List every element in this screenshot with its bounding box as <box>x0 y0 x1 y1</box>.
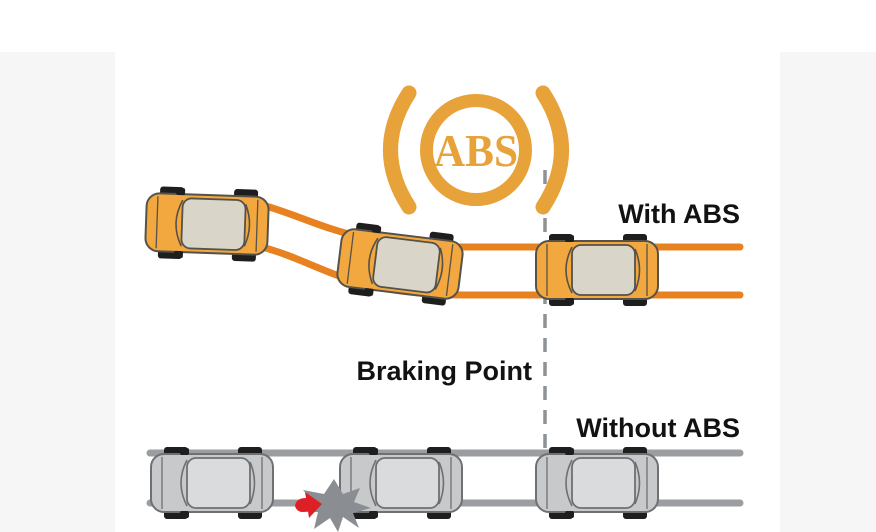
left-margin-strip <box>0 52 115 532</box>
collision-arrow-icon <box>295 492 322 518</box>
abs-ring <box>420 94 532 206</box>
car-with-abs-start-icon <box>144 185 270 263</box>
collision-marker <box>295 479 371 532</box>
collision-burst-icon <box>300 479 371 532</box>
abs-warning-icon <box>383 85 569 215</box>
right-margin-strip <box>780 52 876 532</box>
abs-right-arc <box>535 85 569 215</box>
abs-icon-label: ABS <box>433 125 519 176</box>
car-with-abs-steering-icon <box>335 220 465 308</box>
car-without-abs-1-icon <box>151 447 273 519</box>
with-abs-track-lower <box>254 242 744 299</box>
car-with-abs-stopped-icon <box>536 234 658 306</box>
without-abs-label: Without ABS <box>576 413 740 443</box>
car-without-abs-3-icon <box>536 447 658 519</box>
braking-point-label: Braking Point <box>356 356 532 386</box>
with-abs-label: With ABS <box>618 199 740 229</box>
abs-left-arc <box>383 85 417 215</box>
